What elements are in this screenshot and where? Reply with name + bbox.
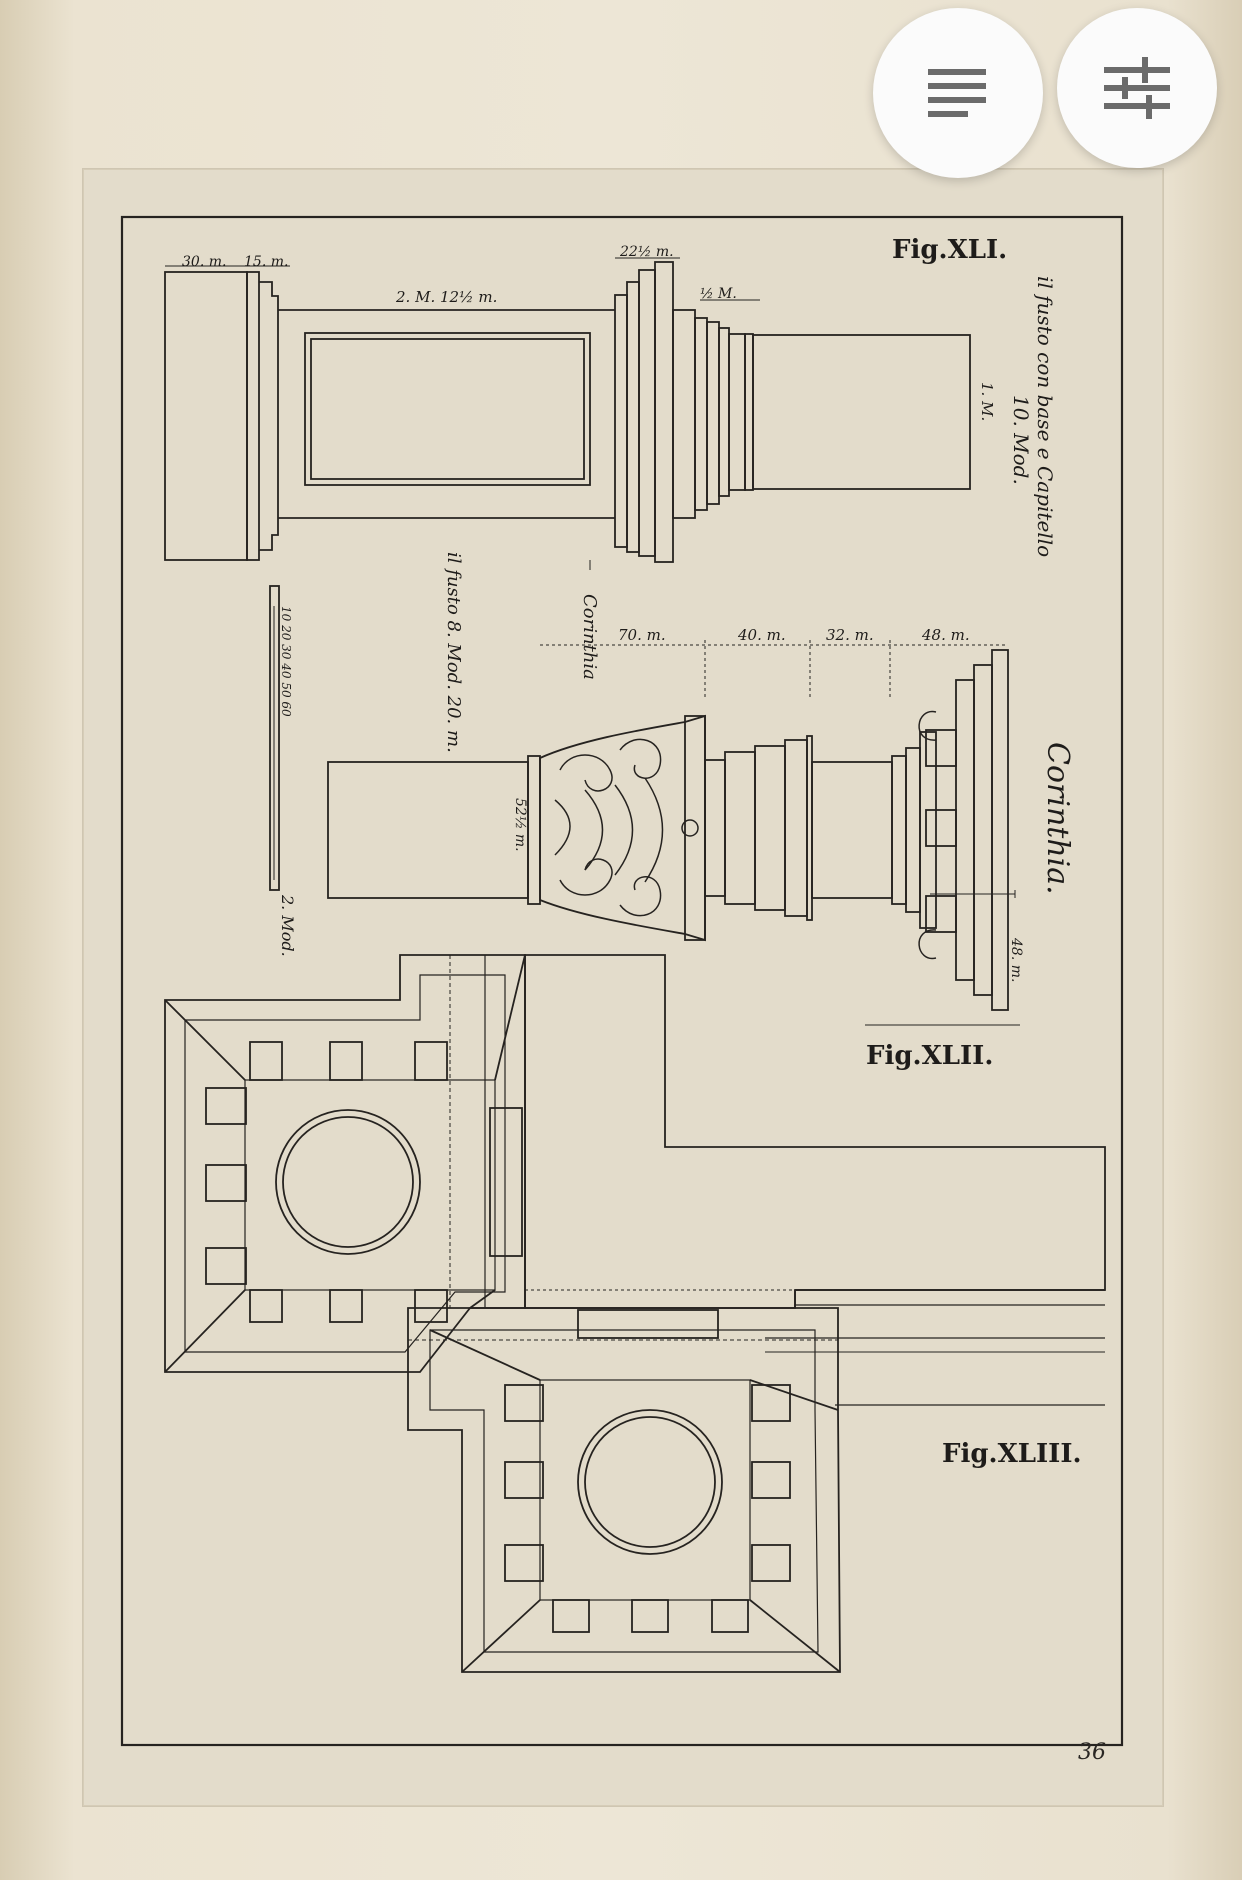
coffer-lower bbox=[407, 1307, 841, 1673]
dim-40m: 40. m. bbox=[737, 626, 786, 644]
dim-32m: 32. m. bbox=[826, 626, 874, 644]
scale-label: 2. Mod. bbox=[278, 894, 297, 957]
dim-30m: 30. m. bbox=[182, 254, 226, 270]
dim-52m: 52½ m. bbox=[512, 798, 528, 852]
notes-button[interactable] bbox=[873, 8, 1043, 178]
dim-70m: 70. m. bbox=[618, 626, 666, 644]
dim-15m: 15. m. bbox=[244, 254, 288, 270]
sliders-adjust-icon bbox=[1102, 55, 1172, 121]
page-number: 36 bbox=[1078, 1740, 1106, 1765]
corinthia-title: Corinthia. bbox=[1040, 742, 1075, 895]
notes-lines-icon bbox=[926, 63, 990, 123]
fig-42-label: Fig.XLII. bbox=[866, 1041, 993, 1071]
note-fusto-8-mod: il fusto 8. Mod. 20. m. bbox=[443, 552, 464, 753]
dim-1M: 1. M. bbox=[978, 382, 996, 421]
dim-half-M: ½ M. bbox=[700, 286, 737, 302]
dim-22m: 22½ m. bbox=[619, 244, 674, 260]
dim-2M-12m: 2. M. 12½ m. bbox=[395, 288, 497, 306]
engraved-plate bbox=[82, 168, 1164, 1807]
scale-ticks: 10 20 30 40 50 60 bbox=[279, 606, 293, 717]
dim-48m-side: 48. m. bbox=[1008, 937, 1024, 982]
figure-43-plan bbox=[164, 954, 1106, 1673]
scale-bar bbox=[269, 585, 280, 891]
figure-41-pedestal bbox=[164, 257, 971, 570]
fig-41-label: Fig.XLI. bbox=[892, 235, 1007, 265]
figure-42-corinthian-column bbox=[327, 640, 1020, 1026]
adjust-button[interactable] bbox=[1057, 8, 1217, 168]
fig-43-label: Fig.XLIII. bbox=[942, 1439, 1082, 1469]
dim-48m-top: 48. m. bbox=[921, 626, 970, 644]
note-fusto-mod: 10. Mod. bbox=[1009, 395, 1033, 485]
coffer-upper-left bbox=[164, 954, 526, 1373]
corinthia-small-label: Corinthia bbox=[579, 594, 600, 680]
note-fusto-base-capitello: il fusto con base e Capitello bbox=[1033, 276, 1057, 557]
